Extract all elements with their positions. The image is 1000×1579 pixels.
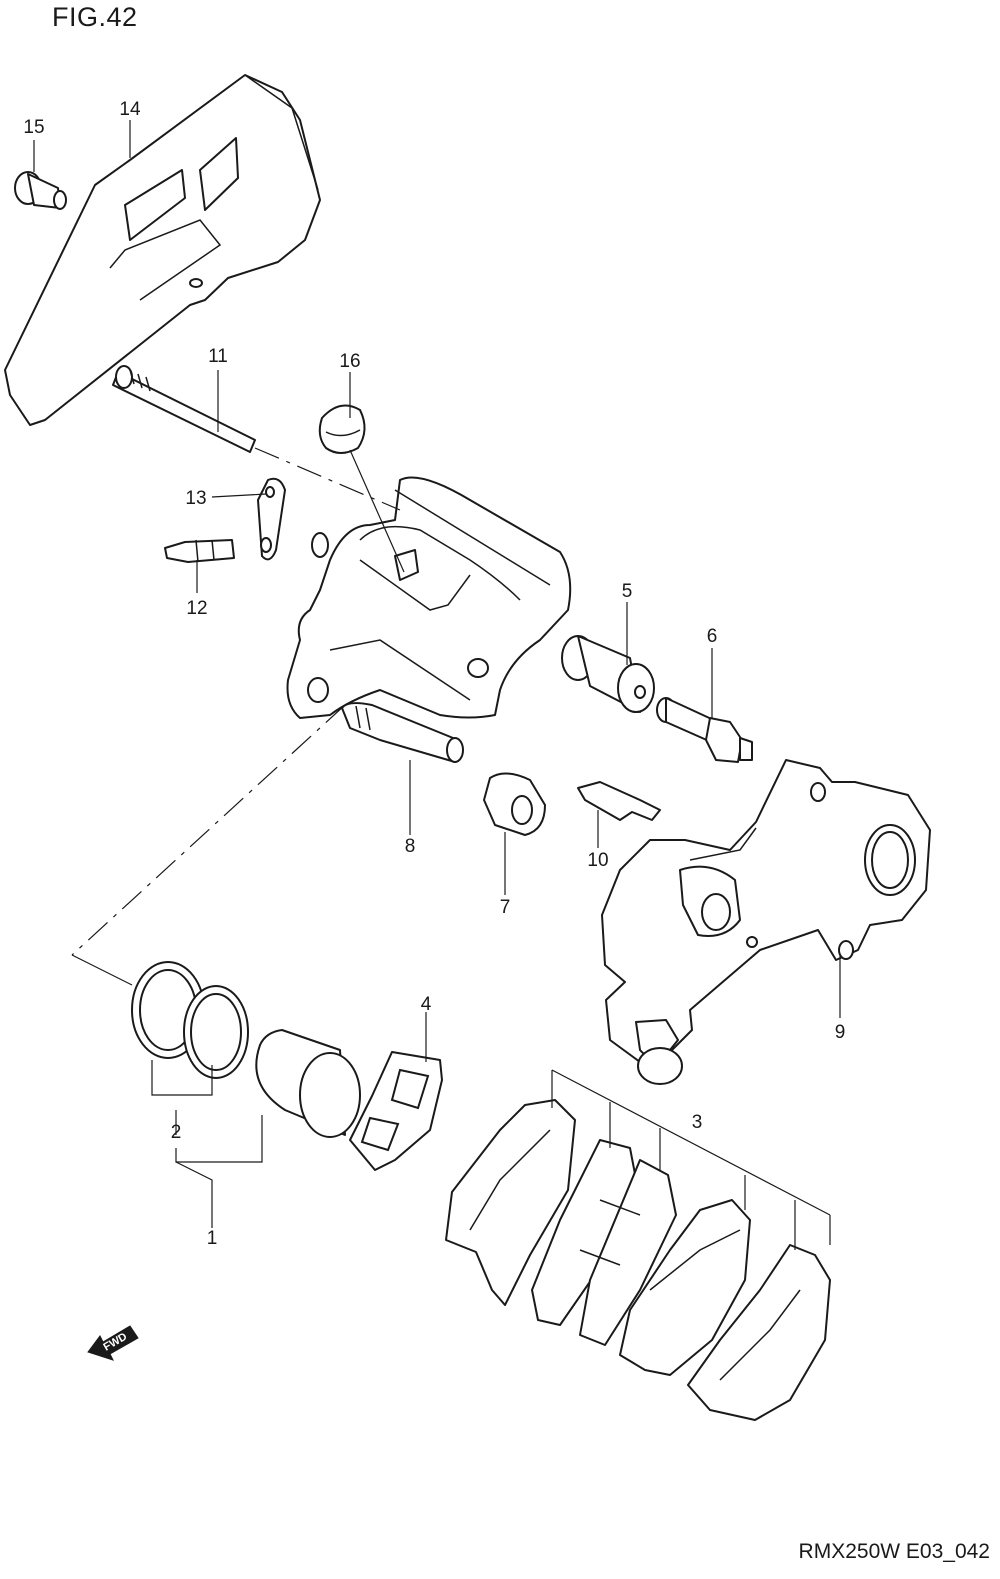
part-5-bushing xyxy=(561,635,655,713)
part-16-cap xyxy=(318,404,366,454)
part-8-slide-pin xyxy=(341,702,464,763)
label-part-16: 16 xyxy=(339,351,360,372)
reference-code: RMX250W E03_042 xyxy=(798,1540,990,1563)
part-10-spring xyxy=(577,781,661,821)
part-number-labels: 1 2 3 4 5 6 7 8 9 10 11 12 13 14 15 16 xyxy=(23,99,845,1249)
caliper-body xyxy=(286,476,572,719)
part-9-bracket xyxy=(601,759,931,1085)
part-11-pin xyxy=(112,365,256,453)
label-part-5: 5 xyxy=(622,581,633,602)
label-part-15: 15 xyxy=(23,117,44,138)
label-part-2: 2 xyxy=(171,1122,182,1143)
label-part-6: 6 xyxy=(707,626,718,647)
part-14-guard-plate xyxy=(4,74,321,426)
label-part-14: 14 xyxy=(119,99,141,120)
figure-title: FIG.42 xyxy=(52,2,138,32)
part-12-bleeder-valve xyxy=(164,539,235,563)
label-part-4: 4 xyxy=(421,994,432,1015)
label-part-12: 12 xyxy=(186,598,207,619)
label-part-7: 7 xyxy=(500,897,511,918)
fwd-arrow-icon: FWD xyxy=(87,1325,139,1361)
label-part-1: 1 xyxy=(207,1228,218,1249)
label-part-8: 8 xyxy=(405,836,416,857)
part-6-bolt xyxy=(656,697,753,763)
part-3-brake-pads xyxy=(445,1099,831,1421)
part-4-shim xyxy=(349,1051,443,1171)
part-13-bleeder-cap xyxy=(257,477,286,561)
label-part-9: 9 xyxy=(835,1022,846,1043)
label-part-11: 11 xyxy=(208,346,228,367)
part-1-piston xyxy=(255,1029,361,1138)
label-part-13: 13 xyxy=(185,488,206,509)
label-part-3: 3 xyxy=(692,1112,703,1133)
part-7-boot xyxy=(483,772,546,836)
leader-lines xyxy=(33,120,841,1250)
label-part-10: 10 xyxy=(587,850,608,871)
part-2-seals xyxy=(131,961,249,1079)
alignment-lines xyxy=(71,447,401,986)
part-15-bolt xyxy=(14,171,67,210)
